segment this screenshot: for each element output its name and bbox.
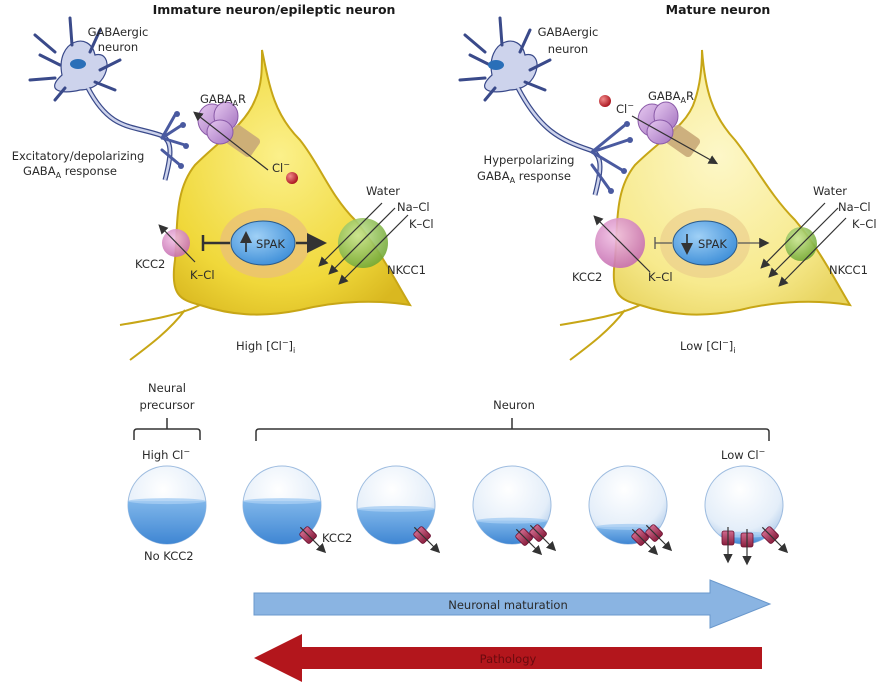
- maturation-arrow: Neuronal maturation: [253, 579, 772, 629]
- nacl-label: Na–Cl: [397, 200, 430, 214]
- panel-title-immature: Immature neuron/epileptic neuron: [153, 2, 396, 17]
- panel-title-mature: Mature neuron: [666, 2, 771, 17]
- cell-sphere: [472, 465, 557, 556]
- response-label-line1: Excitatory/depolarizing: [12, 149, 145, 163]
- chloride-label: Cl−: [616, 101, 634, 116]
- cell-sphere: [588, 465, 673, 556]
- spak-label: SPAK: [256, 237, 285, 251]
- maturation-timeline: Neural precursor Neuron High Cl− Low Cl−…: [127, 381, 789, 682]
- nkcc1-label: NKCC1: [829, 263, 868, 277]
- precursor-label-line2: precursor: [140, 398, 195, 412]
- chloride-ion-icon: [286, 172, 298, 184]
- low-cl-label: Low Cl−: [721, 447, 765, 462]
- nkcc1-label: NKCC1: [387, 263, 426, 277]
- water-label: Water: [366, 184, 400, 198]
- neuron-label: Neuron: [493, 398, 535, 412]
- nkcc1-transporter-icon: [338, 218, 388, 268]
- no-kcc2-label: No KCC2: [144, 549, 194, 563]
- precursor-label-line1: Neural: [148, 381, 186, 395]
- kcl-nkcc1-label: K–Cl: [409, 217, 434, 231]
- kcc2-transporter-icon: [595, 218, 645, 268]
- chloride-ion-icon: [599, 95, 611, 107]
- pathology-arrow-label: Pathology: [480, 652, 537, 666]
- gabaergic-neuron-icon: [28, 16, 189, 181]
- kcc2-channel-icon: [515, 528, 543, 556]
- chloride-influx-arrow: [631, 115, 719, 165]
- panel-immature: Immature neuron/epileptic neuron GABAerg…: [12, 2, 434, 361]
- gabaergic-label-line1: GABAergic: [538, 25, 599, 39]
- kcc2-channel-icon: [529, 524, 557, 552]
- response-label-line2: GABAA response: [23, 164, 117, 180]
- chloride-fluid-level: [128, 501, 206, 544]
- kcc2-channel-icon: [721, 527, 735, 564]
- kcl-nkcc1-label: K–Cl: [852, 217, 877, 231]
- sphere-series: [127, 465, 789, 566]
- nacl-label: Na–Cl: [838, 200, 871, 214]
- water-label: Water: [813, 184, 847, 198]
- gabaergic-neuron-icon: [458, 16, 633, 196]
- kcc2-channel-icon: [413, 526, 441, 554]
- kcc2-channel-icon: [740, 529, 754, 566]
- kcl-label: K–Cl: [648, 270, 673, 284]
- gabaergic-label-line2: neuron: [548, 42, 588, 56]
- response-label-line1: Hyperpolarizing: [484, 153, 575, 167]
- spak-label: SPAK: [698, 237, 727, 251]
- chloride-efflux-arrow: [193, 111, 269, 171]
- kcl-label: K–Cl: [190, 268, 215, 282]
- neuron-bracket: [255, 418, 770, 441]
- gaba-receptor-icon: [197, 101, 261, 158]
- kcc2-channel-icon: [761, 526, 789, 554]
- kcc2-channel-icon: [631, 528, 659, 556]
- precursor-bracket: [133, 418, 201, 440]
- high-cl-label: High Cl−: [142, 447, 190, 462]
- gabaergic-label-line1: GABAergic: [88, 25, 149, 39]
- high-cl-concentration-label: High [Cl−]i: [236, 338, 295, 355]
- maturation-arrow-label: Neuronal maturation: [448, 598, 568, 612]
- pathology-arrow: Pathology: [254, 634, 762, 682]
- response-label-line2: GABAA response: [477, 169, 571, 185]
- kcc2-channel-icon: [645, 524, 673, 552]
- gabaergic-label-line2: neuron: [98, 40, 138, 54]
- cell-sphere: [704, 465, 789, 566]
- kcc2-label: KCC2: [135, 257, 165, 271]
- gaba-receptor-label: GABAAR: [648, 89, 694, 105]
- kcc2-channel-icon: [299, 526, 327, 554]
- low-cl-concentration-label: Low [Cl−]i: [680, 338, 735, 355]
- panel-mature: Mature neuron GABAergic neuron GABAAR Cl…: [458, 2, 877, 361]
- kcc2-label: KCC2: [572, 270, 602, 284]
- kcc2-efflux-arrow: [593, 215, 651, 273]
- cell-sphere: [127, 465, 207, 545]
- kcc2-efflux-arrow: [158, 224, 196, 263]
- kcc2-sphere-label: KCC2: [322, 531, 352, 545]
- cell-sphere: [242, 465, 327, 554]
- cell-sphere: [356, 465, 441, 554]
- chloride-label: Cl−: [272, 160, 290, 175]
- gaba-receptor-label: GABAAR: [200, 92, 246, 108]
